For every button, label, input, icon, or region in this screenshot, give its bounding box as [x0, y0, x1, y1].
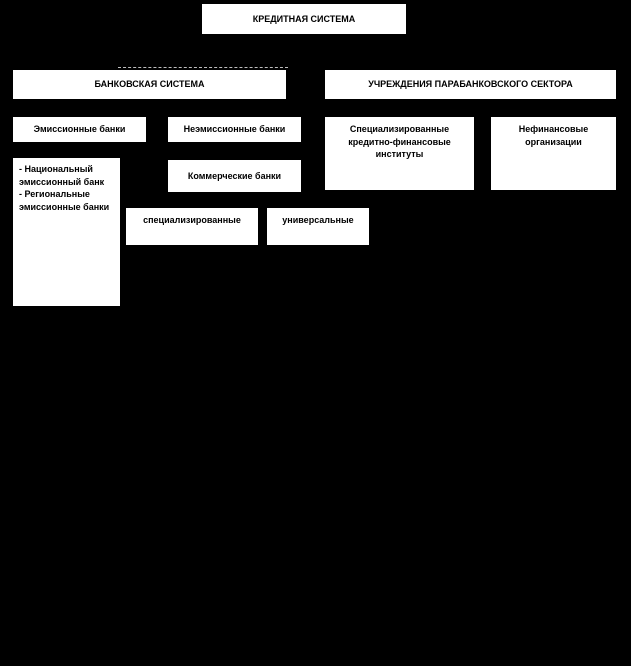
node-parabanking-sector: УЧРЕЖДЕНИЯ ПАРАБАНКОВСКОГО СЕКТОРА [325, 70, 616, 99]
dashed-connector-line [118, 67, 288, 68]
emission-detail-national: - Национальный эмиссионный банк [19, 164, 105, 187]
node-universal-banks: универсальные [267, 208, 369, 245]
emission-detail-regional: - Региональные эмиссионные банки [19, 189, 110, 212]
node-commercial-banks: Коммерческие банки [168, 160, 301, 192]
node-specialized-credit-financial-institutes: Специализированные кредитно-финансовые и… [325, 117, 474, 190]
node-specialized-banks: специализированные [126, 208, 258, 245]
node-emission-banks: Эмиссионные банки [13, 117, 146, 142]
node-non-emission-banks: Неэмиссионные банки [168, 117, 301, 142]
node-non-financial-organizations: Нефинансовые организации [491, 117, 616, 190]
node-emission-banks-detail: - Национальный эмиссионный банк - Регион… [13, 158, 120, 306]
node-credit-system: КРЕДИТНАЯ СИСТЕМА [202, 4, 406, 34]
node-banking-system: БАНКОВСКАЯ СИСТЕМА [13, 70, 286, 99]
